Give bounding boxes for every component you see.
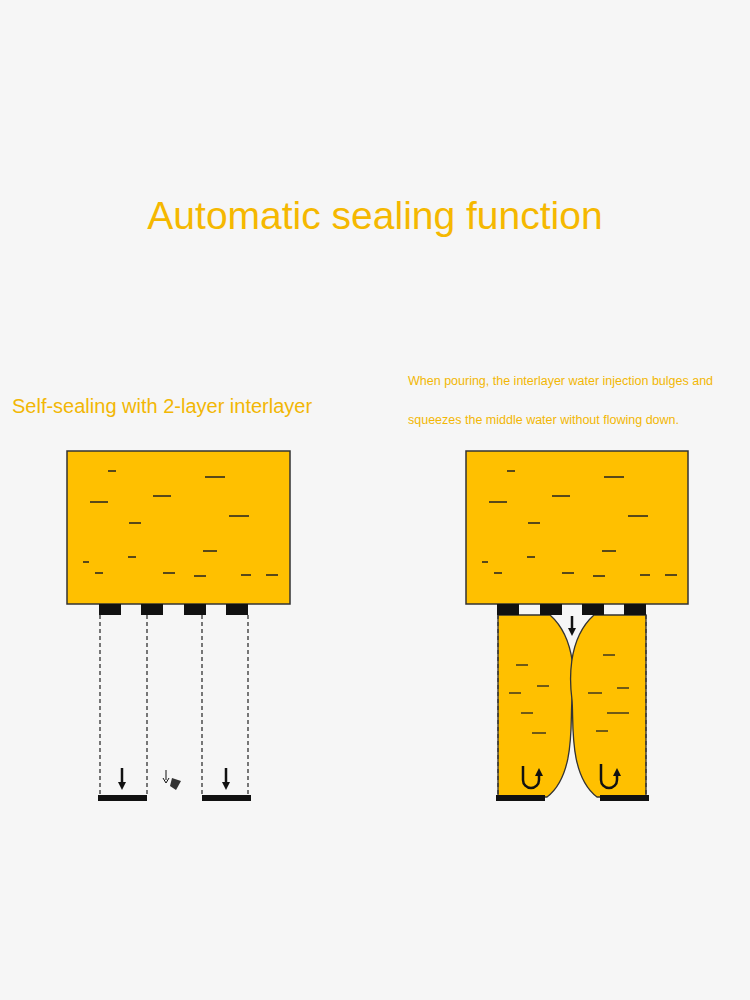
diagram-title: Automatic sealing function [0, 192, 750, 240]
right-tank [466, 451, 688, 801]
panel-note: When pouring, the interlayer water injec… [408, 362, 738, 440]
panel-label: Self-sealing with 2-layer interlayer [12, 392, 312, 420]
left-tank [67, 451, 290, 801]
